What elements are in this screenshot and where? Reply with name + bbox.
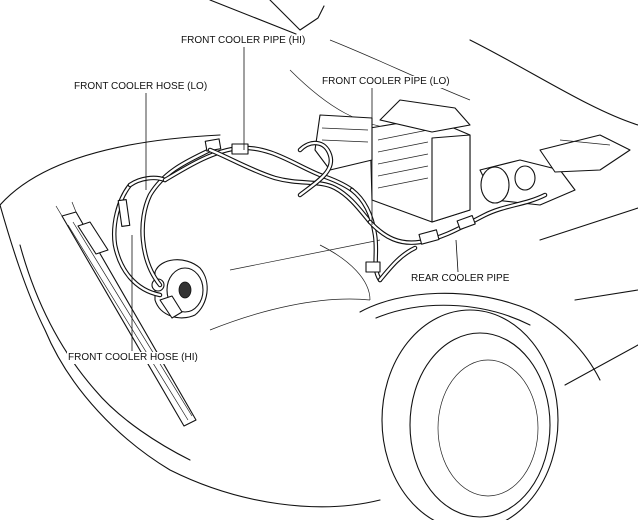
front-cooler-pipe-lo bbox=[207, 140, 373, 225]
rear-cooler-pipe bbox=[349, 187, 548, 283]
front-cooler-pipe-hi bbox=[162, 138, 355, 193]
label-front-cooler-pipe-hi: FRONT COOLER PIPE (HI) bbox=[180, 35, 307, 47]
front-cooler-hose-hi bbox=[112, 175, 168, 298]
front-wheel bbox=[381, 309, 559, 520]
hvac-unit bbox=[314, 99, 471, 223]
vehicle-body bbox=[0, 0, 638, 508]
label-rear-cooler-pipe: REAR COOLER PIPE bbox=[410, 273, 511, 285]
label-front-cooler-hose-hi: FRONT COOLER HOSE (HI) bbox=[67, 352, 199, 364]
leader-lines bbox=[131, 46, 459, 351]
rear-cooling-unit bbox=[479, 134, 631, 206]
label-front-cooler-hose-lo: FRONT COOLER HOSE (LO) bbox=[73, 81, 209, 93]
compressor bbox=[151, 259, 208, 319]
condenser bbox=[55, 201, 197, 427]
front-cooler-hose-lo bbox=[140, 147, 213, 288]
label-front-cooler-pipe-lo: FRONT COOLER PIPE (LO) bbox=[321, 76, 451, 88]
